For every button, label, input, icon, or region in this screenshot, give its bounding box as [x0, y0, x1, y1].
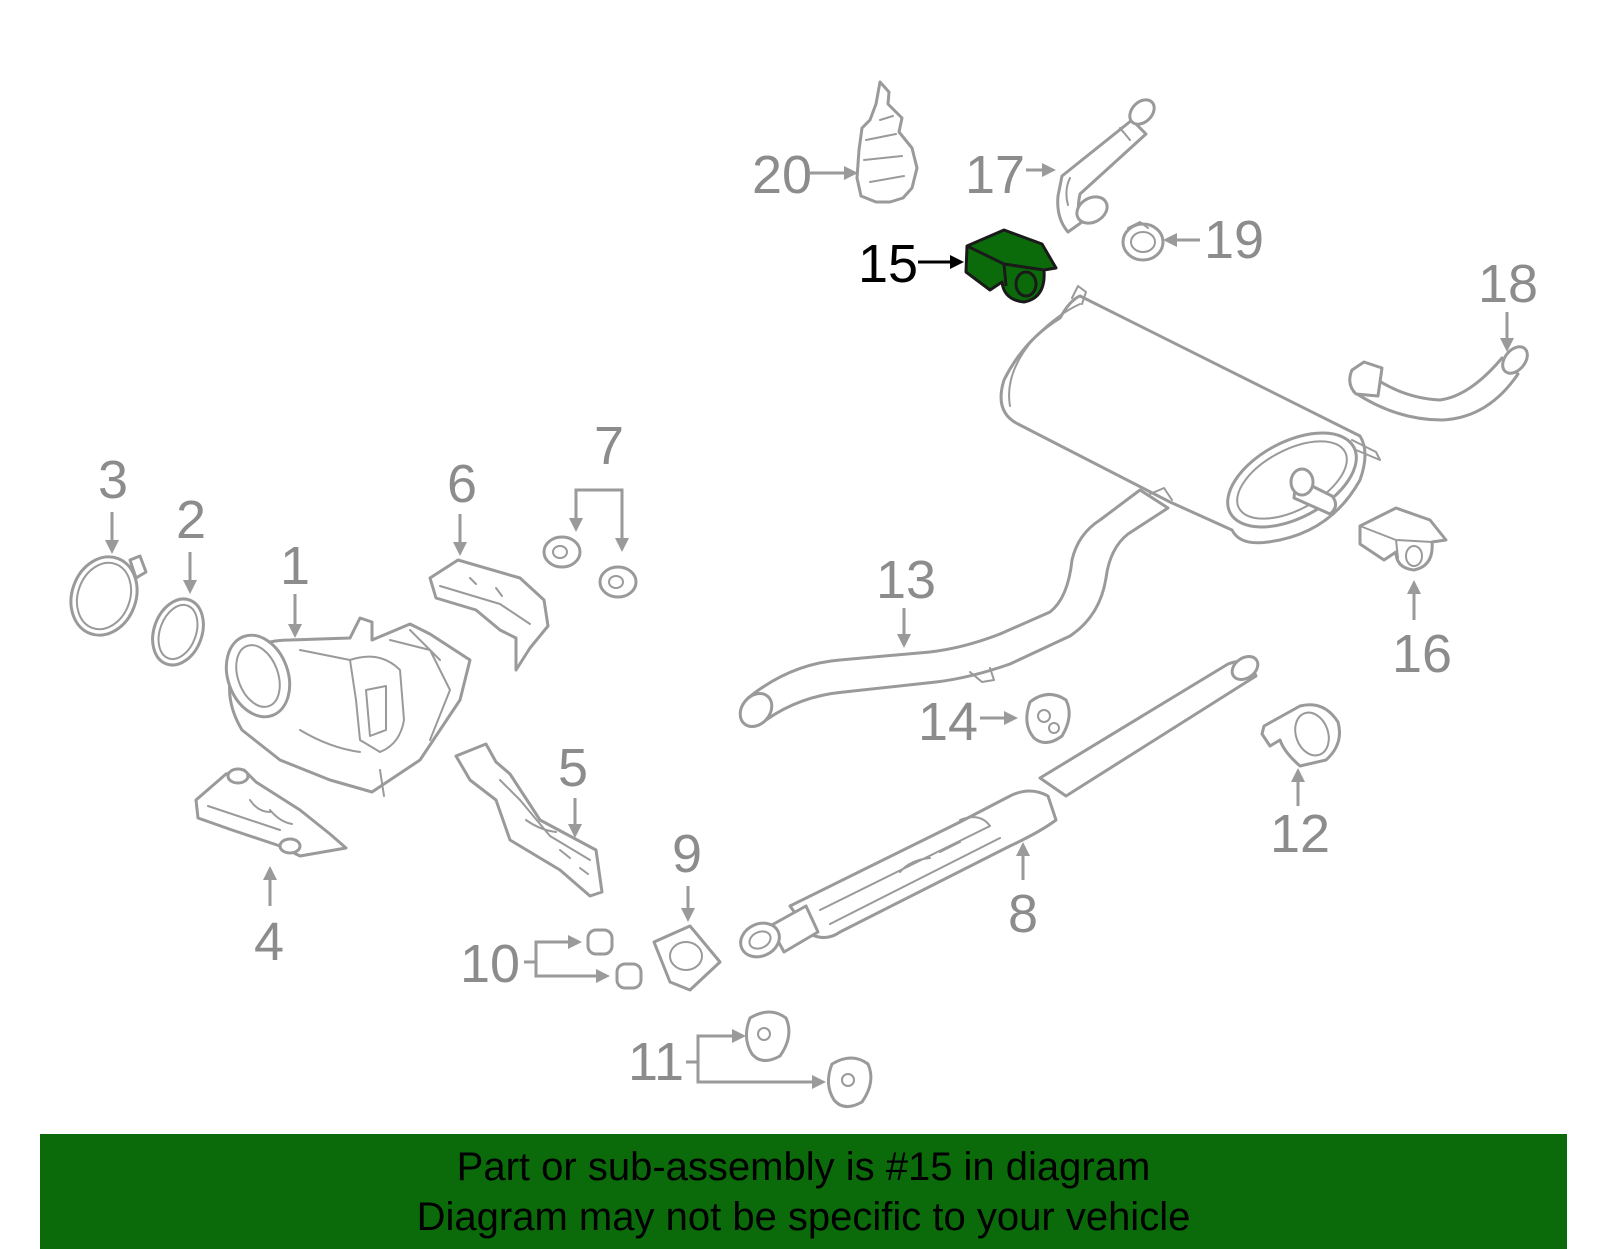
svg-text:5: 5 [558, 738, 588, 798]
part-18-tail-pipe[interactable] [1348, 342, 1533, 422]
svg-text:16: 16 [1392, 624, 1452, 684]
part-6-heat-shield[interactable] [428, 558, 550, 672]
svg-text:15: 15 [858, 234, 918, 294]
callout-17: 17 [965, 145, 1056, 205]
callout-6: 6 [447, 454, 477, 556]
svg-text:19: 19 [1204, 210, 1264, 270]
svg-text:8: 8 [1008, 884, 1038, 944]
svg-text:13: 13 [876, 550, 936, 610]
part-11-hangers[interactable] [745, 1010, 873, 1108]
callout-10: 10 [460, 934, 610, 994]
svg-text:14: 14 [918, 692, 978, 752]
part-4-bracket[interactable] [194, 767, 348, 858]
rear-muffler[interactable] [999, 285, 1381, 546]
part-5-heat-shield-bracket[interactable] [454, 742, 604, 898]
callout-18: 18 [1478, 254, 1538, 352]
callout-7: 7 [569, 416, 629, 552]
svg-text:4: 4 [254, 912, 284, 972]
part-13-intermediate-pipe[interactable] [734, 487, 1173, 733]
callout-8: 8 [1008, 842, 1038, 944]
callout-5: 5 [558, 738, 588, 838]
svg-text:20: 20 [752, 145, 812, 205]
part-2-gasket-ring[interactable] [144, 592, 212, 672]
part-7-nuts[interactable] [542, 535, 638, 599]
part-20-heat-shield[interactable] [855, 80, 919, 204]
part-14-hanger[interactable] [1025, 693, 1071, 744]
callout-16: 16 [1392, 580, 1452, 684]
part-1-catalytic-converter[interactable] [215, 616, 472, 797]
part-15-highlighted-bracket[interactable] [964, 228, 1058, 304]
callout-3: 3 [98, 450, 128, 554]
callout-13: 13 [876, 550, 936, 648]
svg-text:2: 2 [176, 490, 206, 550]
svg-text:18: 18 [1478, 254, 1538, 314]
part-17-pipe[interactable] [1056, 95, 1159, 234]
info-banner: Part or sub-assembly is #15 in diagram D… [40, 1134, 1567, 1249]
callout-4: 4 [254, 866, 284, 972]
callout-2: 2 [176, 490, 206, 594]
svg-text:12: 12 [1270, 804, 1330, 864]
svg-text:9: 9 [672, 824, 702, 884]
callout-20: 20 [752, 145, 858, 205]
part-12-clamp[interactable] [1260, 703, 1341, 768]
part-8-front-pipe-muffler[interactable] [735, 652, 1262, 963]
callout-14: 14 [918, 692, 1018, 752]
svg-text:6: 6 [447, 454, 477, 514]
part-9-gasket[interactable] [652, 924, 722, 992]
callout-15: 15 [858, 234, 964, 294]
svg-text:1: 1 [280, 536, 310, 596]
svg-text:10: 10 [460, 934, 520, 994]
part-3-band-clamp[interactable] [60, 547, 148, 644]
banner-line-2: Diagram may not be specific to your vehi… [416, 1194, 1191, 1239]
callout-1: 1 [280, 536, 310, 638]
banner-line-1: Part or sub-assembly is #15 in diagram [456, 1144, 1151, 1189]
callout-12: 12 [1270, 768, 1330, 864]
callout-19: 19 [1163, 210, 1264, 270]
svg-text:11: 11 [628, 1032, 684, 1092]
svg-text:7: 7 [594, 416, 624, 476]
part-19-clamp[interactable] [1121, 221, 1165, 262]
callout-9: 9 [672, 824, 702, 922]
part-16-bracket[interactable] [1358, 506, 1448, 572]
callout-11: 11 [628, 1029, 826, 1092]
svg-text:3: 3 [98, 450, 128, 510]
svg-text:17: 17 [965, 145, 1025, 205]
part-10-nuts[interactable] [586, 928, 643, 990]
